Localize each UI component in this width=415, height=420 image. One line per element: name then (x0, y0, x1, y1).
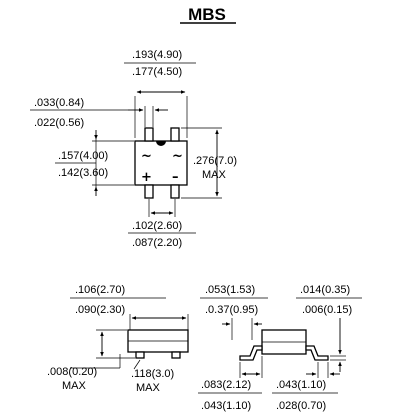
body-width-max: .193(4.90) (132, 49, 182, 61)
pin-width-max: .033(0.84) (34, 97, 84, 109)
plus-mark: + (141, 170, 152, 185)
lead-thickness-min: .006(0.15) (302, 304, 352, 316)
body-width-min: .177(4.50) (132, 66, 182, 78)
pin-width-min: .022(0.56) (34, 117, 84, 129)
top-view: ~ ~ + – .193(4.90) .177(4.50) .033(0.84)… (30, 49, 237, 249)
standoff-max: MAX (62, 380, 87, 392)
ac-mark-left: ~ (141, 149, 152, 164)
foot-length-max: .083(2.12) (201, 379, 251, 391)
lead-length-min: .0.37(0.95) (205, 304, 258, 316)
overall-length-max: MAX (202, 169, 227, 181)
side-length-min: .090(2.30) (75, 304, 125, 316)
bottom-pin-right (170, 184, 180, 199)
lead-right (305, 345, 329, 361)
overall-length: .276(7.0) (193, 155, 237, 167)
lead-left (239, 345, 263, 361)
side-height-value: .118(3.0) (131, 368, 174, 380)
foot2-length-min: .028(0.70) (276, 400, 326, 412)
top-pin-left (144, 127, 154, 142)
side-length-max: .106(2.70) (75, 284, 125, 296)
lead-thickness-max: .014(0.35) (300, 284, 350, 296)
pin1-notch (156, 141, 166, 146)
ac-mark-right: ~ (172, 149, 183, 164)
standoff-value: .008(0.20) (47, 366, 97, 378)
minus-mark: – (172, 170, 179, 185)
pin-pitch-max: .102(2.60) (132, 220, 182, 232)
side-foot-right (171, 351, 181, 359)
bottom-pin-left (144, 184, 154, 199)
side-foot-left (135, 351, 145, 359)
body-height-max: .157(4.00) (58, 150, 108, 162)
side-view: .106(2.70) .090(2.30) .008(0.20) MAX .11… (47, 284, 189, 394)
lead-length-max: .053(1.53) (205, 284, 255, 296)
package-title: MBS (188, 5, 226, 24)
lead-detail-view: .053(1.53) .0.37(0.95) .014(0.35) .006(0… (198, 284, 362, 412)
side-height-max: MAX (136, 382, 161, 394)
body-height-min: .142(3.60) (58, 167, 108, 179)
pin-pitch-min: .087(2.20) (132, 237, 182, 249)
top-view-body (134, 140, 188, 186)
top-pin-right (170, 127, 180, 142)
foot2-length-max: .043(1.10) (276, 379, 326, 391)
foot-length-min: .043(1.10) (201, 400, 251, 412)
